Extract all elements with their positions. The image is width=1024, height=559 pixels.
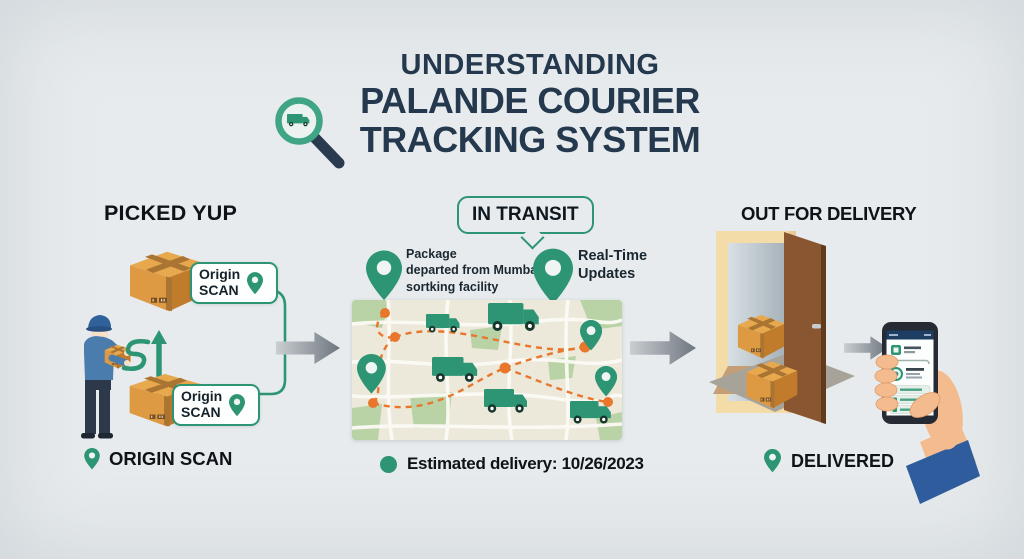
swap-arrows-icon (121, 339, 151, 371)
title-line-1: UNDERSTANDING (400, 49, 660, 81)
location-pin-icon (247, 271, 264, 294)
stage-heading-in-transit: IN TRANSIT (457, 196, 594, 234)
open-door-illustration (709, 231, 855, 424)
transit-map-illustration (352, 300, 622, 440)
route-waypoint-icon (368, 308, 613, 408)
stage-heading-out-for-delivery: OUT FOR DELIVERY (741, 203, 917, 224)
map-park-areas (352, 300, 622, 440)
origin-scan-status-label: ORIGIN SCAN (109, 448, 233, 469)
location-pin-icon (229, 393, 246, 416)
flow-arrow-right-icon (630, 331, 696, 365)
origin-scan-tag: Origin SCAN (172, 384, 260, 426)
location-pin-icon (533, 248, 573, 304)
sleeve-cuff (906, 440, 980, 504)
scan-tag-connector-line (250, 288, 287, 396)
page-title: UNDERSTANDING PALANDE COURIER TRACKING S… (320, 49, 740, 160)
stage-heading-picked-up: PICKED YUP (104, 201, 238, 225)
delivered-status-label: DELIVERED (791, 450, 895, 471)
title-line-3: TRACKING SYSTEM (359, 118, 701, 160)
magnifier-truck-icon (275, 97, 345, 169)
location-pin-icon (84, 448, 100, 470)
estimated-delivery-status: Estimated delivery: 10/26/2023 (380, 454, 644, 474)
delivered-status: DELIVERED (764, 449, 894, 473)
title-line-2: PALANDE COURIER (360, 79, 700, 121)
map-illustration (352, 300, 622, 440)
hand-fingers (874, 354, 941, 418)
origin-scan-tag: Origin SCAN (190, 262, 278, 304)
smartphone-in-hand-illustration (874, 322, 980, 504)
transit-note-realtime: Real-Time Updates (578, 248, 648, 283)
status-dot-icon (380, 455, 397, 473)
transit-note-package: Package departed from Mumbai sortking fa… (406, 247, 541, 294)
origin-scan-tag-label: Origin SCAN (181, 388, 223, 420)
estimated-delivery-label: Estimated delivery: 10/26/2023 (407, 454, 644, 473)
location-pin-icon (366, 250, 402, 300)
smartphone-tracking-screen (882, 322, 938, 424)
location-pin-icon (764, 449, 781, 473)
origin-scan-tag-label: Origin SCAN (199, 266, 241, 298)
origin-scan-status: ORIGIN SCAN (84, 448, 232, 470)
